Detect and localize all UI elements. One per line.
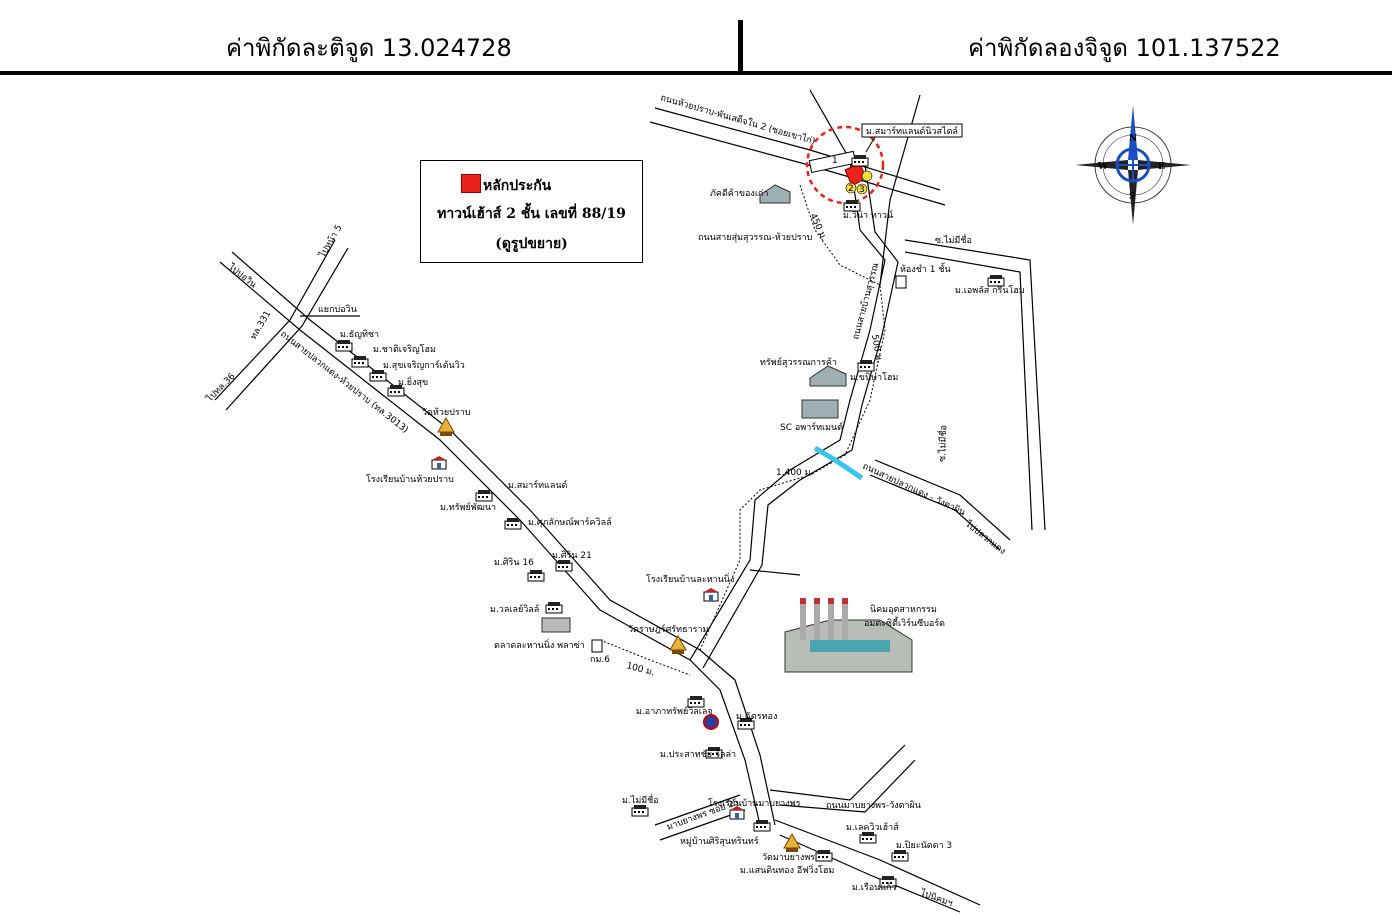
header-divider: [738, 20, 743, 73]
place-suk-lak: ม.ศุภลักษณ์พาร์ควิลล์: [528, 516, 612, 528]
place-school-lahan: โรงเรียนบ้านละหานนิ่ง: [646, 572, 734, 585]
legend-property: ทาวน์เฮ้าส์ 2 ชั้น เลขที่ 88/19: [437, 206, 626, 222]
place-room-row: ห้องชำ 1 ชั้น: [900, 262, 951, 275]
header-rule: [0, 71, 1392, 75]
place-wat-rat: วัดราษฎร์ศรัทธาราม: [628, 623, 709, 635]
place-yingsuk: ม.ยิ่งสุข: [398, 375, 428, 388]
place-sc-apt: SC อพาร์ทเมนต์: [780, 421, 843, 433]
road-right-loop: [869, 239, 1046, 551]
place-siri-sun: หมู่บ้านศิริสุนทรินทร์: [680, 835, 759, 847]
latitude-label: ค่าพิกัดละติจูด 13.024728: [226, 34, 512, 62]
place-sirin-16: ม.ศิริน 16: [494, 557, 534, 568]
label-soi-1: ซ.ไม่มีชื่อ: [935, 233, 972, 246]
marker-2: 2: [848, 184, 854, 194]
label-soi-2: ซ.ไม่มีชื่อ: [935, 425, 949, 462]
place-nernthong: ม.แสนดินทอง อีฟวิ่งโฮม: [740, 863, 834, 876]
label-road-sam-suwan: ถนนสายสุ่มสุวรรณ-ห้วยปราบ: [698, 232, 813, 243]
label-to-plakdaeng: ไปปลวกแดง: [962, 518, 1007, 557]
compass-w: W: [1097, 162, 1109, 172]
dist-1400: 1,400 ม.: [776, 468, 813, 478]
road-plak-daeng-huai-prap: [219, 251, 776, 826]
place-prasat: ม.ประสาทชัย วิลล่า: [660, 749, 736, 760]
compass-n: N: [1129, 134, 1137, 144]
stream: [813, 445, 864, 481]
dist-500: 500 ม.: [869, 334, 884, 364]
place-wat-huai-prap: วัดห้วยปราบ: [422, 407, 471, 418]
road-junction-bowin: [214, 239, 360, 411]
label-road-huai-prap-phan: ถนนห้วยปราบ-พันเสด็จใน 2 (ซอยเขาไก่): [659, 90, 817, 147]
place-wat-mab: วัดมาบยางพร: [762, 853, 815, 863]
place-plus-green: ม.เอพลัส กรีนโฮม: [955, 285, 1025, 296]
place-mai-ruea: ม.ไม่มีชื่อ: [622, 793, 659, 806]
collateral-marker: 1 2 3: [805, 125, 885, 205]
place-chatthong: ม.ฉัตรทอง: [736, 712, 777, 722]
industrial-estate-icon: [784, 598, 913, 673]
coordinates-header: ค่าพิกัดละติจูด 13.024728 ค่าพิกัดลองจิจ…: [0, 0, 1392, 75]
place-thanyathip: ม.ธัญทิชา: [340, 329, 379, 340]
place-sap-phatthana: ม.ทรัพย์พัฒนา: [440, 501, 496, 513]
place-suk-charoen: ม.สุขเจริญการ์เด้นวิว: [383, 359, 465, 371]
dist-100: 100 ม.: [625, 661, 655, 678]
place-kaewmaa: ม.ขนิษาโฮม: [850, 372, 898, 383]
legend-see-enlarged: (ดูรูปขยาย): [495, 236, 568, 252]
warehouse-icons: [541, 184, 907, 730]
place-industrial: นิคมอุตสาหกรรม: [870, 604, 937, 615]
place-lake-view: ม.เลควิวเฮ้าส์: [846, 821, 899, 833]
place-smart-land-new: ม.สมาร์ทแลนด์นิวสไตล์: [866, 125, 958, 137]
label-to-5: ไปหน้า 5: [317, 223, 345, 261]
compass-s: S: [1129, 192, 1136, 202]
place-abharong: ม.อาภาทรัพย์วิลเลจ: [636, 705, 713, 717]
place-sap-suwan: ทรัพย์สุวรรณการค้า: [760, 356, 837, 368]
label-tl331: ทล.331: [249, 309, 273, 341]
place-market: ตลาดละหานนิ่ง พลาซ่า: [494, 638, 585, 651]
place-charoen-home: ม.ชาติเจริญโฮม: [373, 344, 436, 355]
collateral-swatch: [461, 174, 481, 193]
collateral-legend: หลักประกัน ทาวน์เฮ้าส์ 2 ชั้น เลขที่ 88/…: [420, 160, 643, 263]
route-dotted: [599, 184, 886, 676]
legend-title: หลักประกัน: [483, 178, 552, 194]
place-victa: ม.วิน่า ทาวน์: [843, 209, 893, 221]
place-ruenkaew: ม.เรือนแก้ว: [852, 882, 897, 893]
place-sirin-21: ม.ศิริน 21: [552, 550, 592, 561]
place-school-huai-prap: โรงเรียนบ้านห้วยปราบ: [366, 474, 454, 485]
place-phakdi: ภัคดีค้าของเก่า: [710, 188, 768, 199]
lot-label: 1: [832, 156, 838, 166]
longitude-label: ค่าพิกัดลองจิจูด 101.137522: [968, 34, 1281, 62]
place-smart-land: ม.สมาร์ทแลนด์: [508, 479, 568, 491]
compass-icon: N E S W: [1075, 105, 1191, 225]
place-piyanart: ม.ปิยะนัดดา 3: [896, 840, 952, 851]
km6: กม.6: [590, 655, 610, 665]
label-road-mab-wang: ถนนมาบยางพร-วังตาผิน: [826, 800, 921, 811]
label-junction: แยกบ่อวิน: [318, 304, 357, 315]
compass-e: E: [1158, 162, 1165, 172]
smart-land-label-box: [861, 123, 963, 138]
label-to-bowin: ไปบ่อวิน: [225, 261, 258, 290]
label-to-36: ไปทล.36: [204, 371, 238, 405]
place-valley: ม.วลเลย์วิลล์: [490, 603, 539, 615]
place-industrial-2: อมตะซิตี้เวิร์นซีบอร์ด: [864, 616, 945, 629]
marker-3: 3: [859, 185, 865, 195]
place-school-mab: โรงเรียนบ้านมาบยางพร: [708, 798, 801, 809]
label-road-wang-tan: ถนนสายปลวกแดง - วังตาผิน: [861, 461, 967, 518]
